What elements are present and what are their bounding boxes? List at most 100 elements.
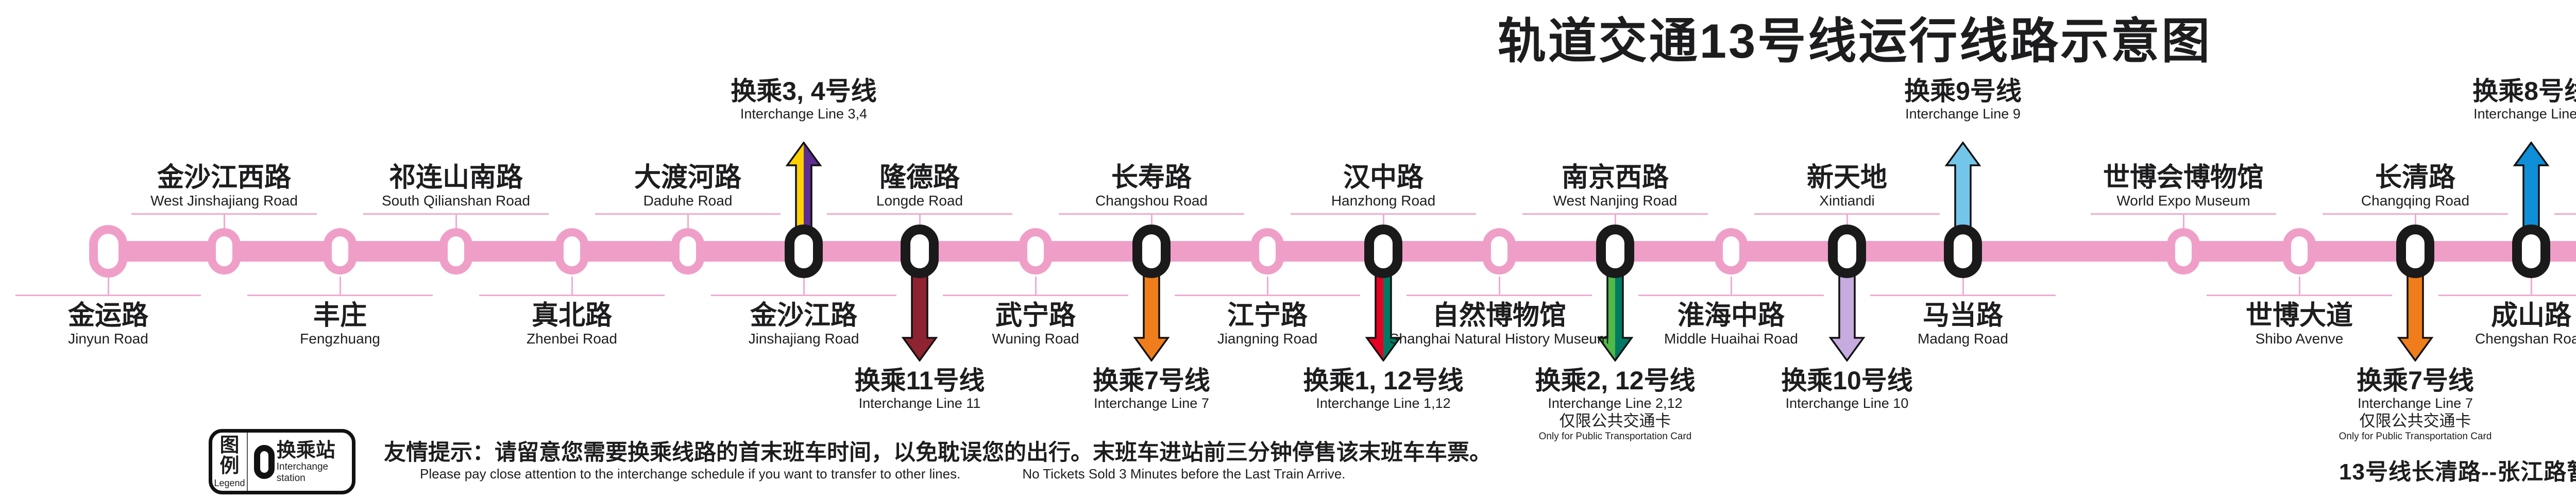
interchange-arrow (1364, 273, 1403, 364)
station-name-zh: 成山路 (2490, 301, 2572, 331)
station-leader-line (2091, 213, 2276, 215)
station-leader-line (247, 295, 433, 296)
station-leader-line (1291, 213, 1476, 215)
station-name-en: Changqing Road (2361, 193, 2470, 209)
notice-en-2: No Tickets Sold 3 Minutes before the Las… (1022, 466, 1346, 482)
interchange-label-zh: 换乘11号线 (854, 366, 985, 395)
station-name-zh: 大渡河路 (634, 163, 742, 193)
station-leader-line (1754, 213, 1940, 215)
station-leader-tick (340, 277, 341, 295)
interchange-label-en: Interchange Line 8 (2473, 106, 2576, 122)
station-name-zh: 丰庄 (313, 301, 367, 331)
station-leader-line (131, 213, 317, 215)
interchange-label-en: Interchange Line 1,12 (1316, 396, 1451, 411)
interchange-label-en: Interchange Line 7 (1094, 396, 1209, 411)
station-name-en: Chengshan Road (2475, 331, 2576, 347)
interchange-label-en: Interchange Line 2,12 (1548, 396, 1683, 411)
station-name-en: Wuning Road (992, 331, 1079, 347)
station-leader-tick (571, 277, 573, 295)
station-leader-line (2207, 295, 2392, 296)
metro-line-bar (103, 241, 2576, 262)
station-name-zh: 马当路 (1922, 301, 2003, 331)
station-name-zh: 世博大道 (2245, 301, 2353, 331)
legend-title-en: Legend (214, 478, 245, 488)
interchange-note-zh: 仅限公共交通卡 (1559, 412, 1671, 430)
station-name-en: West Jinshajiang Road (150, 193, 298, 209)
interchange-label-zh: 换乘10号线 (1781, 366, 1913, 395)
station-circle (89, 225, 127, 278)
station-circle (439, 228, 472, 274)
station-leader-tick (1035, 277, 1037, 295)
interchange-label-zh: 换乘1, 12号线 (1303, 366, 1464, 395)
interchange-label-en: Interchange Line 11 (858, 396, 981, 411)
station-name-zh: 淮海中路 (1677, 301, 1785, 331)
station-circle (671, 228, 704, 274)
station-leader-tick (919, 215, 921, 229)
station-leader-line (943, 295, 1128, 296)
interchange-note-en: Only for Public Transportation Card (2338, 431, 2492, 442)
station-circle (324, 228, 357, 274)
interchange-arrow (2396, 273, 2435, 364)
interchange-label-zh: 换乘7号线 (2357, 366, 2474, 395)
station-name-en: Hanzhong Road (1331, 193, 1436, 209)
station-circle (2167, 228, 2200, 274)
station-circle-interchange (1944, 225, 1982, 278)
interchange-label-en: Interchange Line 9 (1905, 106, 2021, 122)
friendly-notice: 友情提示：请留意您需要换乘线路的首末班车时间，以免耽误您的出行。末班车进站前三分… (384, 440, 1492, 482)
station-name-zh: 金运路 (67, 301, 149, 331)
station-name-zh: 真北路 (531, 301, 612, 331)
legend-title: 图 例 Legend (212, 435, 247, 488)
station-circle-interchange (1132, 225, 1171, 278)
station-name-zh: 武宁路 (995, 301, 1076, 331)
interchange-arrow (900, 273, 939, 364)
station-name-en: Changshou Road (1095, 193, 1208, 209)
legend-box: 图 例 Legend 换乘站 Interchange station (209, 429, 355, 494)
station-name-zh: 汉中路 (1343, 163, 1423, 193)
station-name-en: Madang Road (1918, 331, 2008, 347)
interchange-arrow (1596, 273, 1635, 364)
station-circle (1251, 228, 1284, 274)
station-leader-tick (1962, 277, 1964, 295)
section-not-open-notice: 13号线长清路--张江路暂未开通 (2339, 459, 2576, 485)
station-leader-line (2323, 213, 2508, 215)
station-leader-tick (455, 215, 457, 229)
station-leader-line (595, 213, 781, 215)
station-name-en: Shanghai Natural History Museum (1389, 331, 1609, 347)
legend-char-1: 图 (219, 435, 240, 456)
station-name-en: Xintiandi (1819, 193, 1875, 209)
station-circle-interchange (1364, 225, 1402, 278)
station-name-zh: 自然博物馆 (1432, 301, 1567, 331)
station-circle (2283, 228, 2316, 274)
station-name-zh: 长清路 (2375, 163, 2456, 193)
interchange-arrow (1132, 273, 1171, 364)
station-name-zh: 金沙江西路 (157, 163, 291, 193)
station-circle (1019, 228, 1052, 274)
station-name-en: Shibo Avenve (2255, 331, 2344, 347)
interchange-label: 换乘8号线Interchange Line 8 (2472, 76, 2576, 122)
interchange-label-zh: 换乘2, 12号线 (1535, 366, 1696, 395)
legend-item-zh: 换乘站 (276, 439, 335, 461)
interchange-arrow (1943, 139, 1982, 233)
station-leader-line (479, 295, 665, 296)
station-leader-line (1522, 213, 1708, 215)
notice-en-1: Please pay close attention to the interc… (420, 466, 961, 482)
station-name-en: Jinshajiang Road (748, 331, 859, 347)
station-name-zh: 长寿路 (1111, 163, 1192, 193)
station-name-zh: 金沙江路 (750, 301, 857, 331)
station-leader-line (1406, 295, 1592, 296)
interchange-station-icon (253, 444, 275, 479)
station-leader-line (363, 213, 549, 215)
station-name-en: Zhenbei Road (527, 331, 617, 347)
station-name-zh: 世博会博物馆 (2103, 163, 2264, 193)
